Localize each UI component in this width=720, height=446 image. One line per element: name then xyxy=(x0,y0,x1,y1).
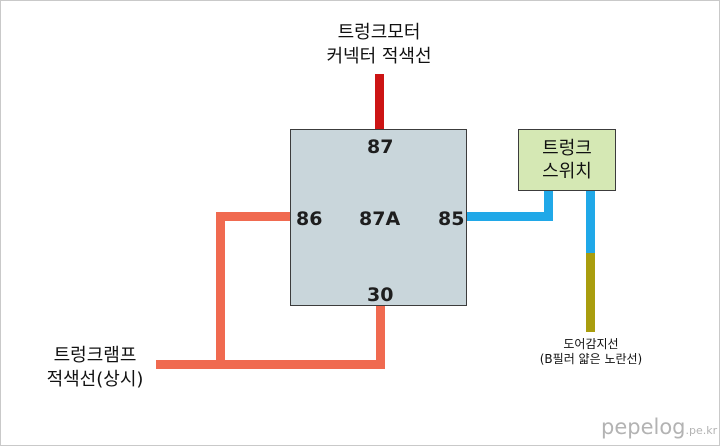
pin-86-label: 86 xyxy=(296,208,323,230)
olive-wire-door-sensor xyxy=(586,253,595,332)
blue-wire-85-horizontal xyxy=(467,212,553,221)
red-wire-87 xyxy=(375,74,384,130)
trunk-switch-box: 트렁크 스위치 xyxy=(518,129,616,191)
orange-wire-30-vertical xyxy=(376,306,385,369)
motor-connector-label: 트렁크모터 커넥터 적색선 xyxy=(298,21,460,69)
pin-87a-label: 87A xyxy=(359,208,401,230)
watermark-main: pepelog xyxy=(601,415,686,439)
watermark-domain: .pe.kr xyxy=(685,424,718,437)
motor-label-line1: 트렁크모터 xyxy=(337,22,421,43)
lamp-label-line2: 적색선(상시) xyxy=(46,369,144,390)
pin-85-label: 85 xyxy=(438,208,465,230)
trunk-lamp-label: 트렁크램프 적색선(상시) xyxy=(31,344,159,392)
orange-wire-86-vertical xyxy=(216,212,225,369)
lamp-label-line1: 트렁크램프 xyxy=(53,345,137,366)
door-sensor-label: 도어감지선 (B필러 얇은 노란선) xyxy=(516,337,666,367)
watermark-logo: pepelog.pe.kr xyxy=(601,415,717,439)
door-label-line1: 도어감지선 xyxy=(563,337,619,351)
orange-wire-bottom-horizontal xyxy=(156,360,385,369)
orange-wire-86-horizontal xyxy=(220,212,291,221)
pin-30-label: 30 xyxy=(367,284,394,306)
pin-87-label: 87 xyxy=(367,136,394,158)
blue-wire-switch-down xyxy=(586,191,595,253)
door-label-line2: (B필러 얇은 노란선) xyxy=(539,352,643,366)
motor-label-line2: 커넥터 적색선 xyxy=(326,46,432,67)
relay-box: 87 86 87A 85 30 xyxy=(290,129,467,306)
blue-wire-85-vertical xyxy=(544,191,553,221)
switch-label-line2: 스위치 xyxy=(542,161,592,182)
switch-label-line1: 트렁크 xyxy=(542,138,592,159)
